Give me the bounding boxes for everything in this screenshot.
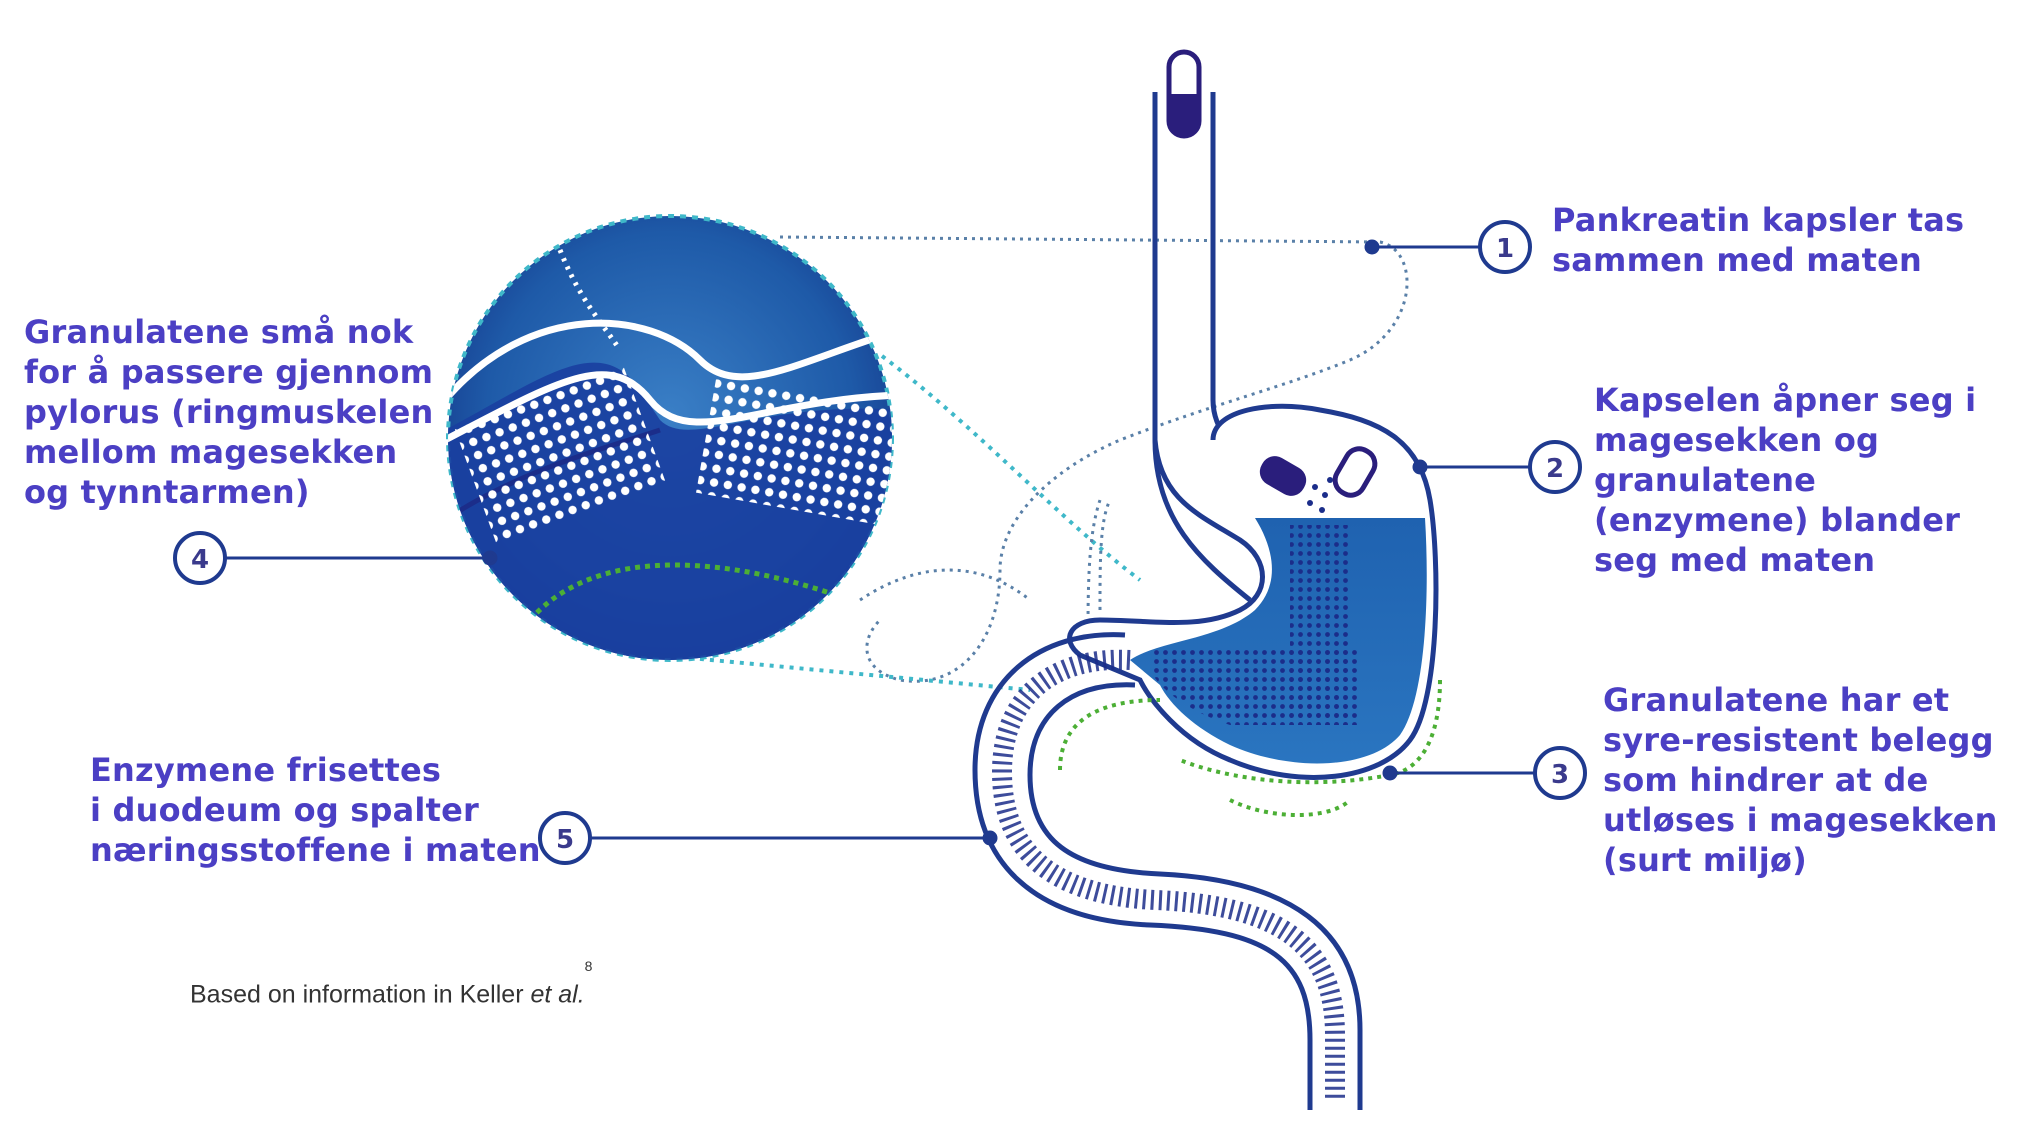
- step-badge-3: 3: [1533, 746, 1587, 800]
- svg-text:2: 2: [1546, 454, 1564, 484]
- callout-lines: [225, 239, 1535, 846]
- granules-pylorus: [1150, 650, 1360, 725]
- svg-text:1: 1: [1496, 234, 1514, 264]
- step-badge-2: 2: [1528, 440, 1582, 494]
- svg-text:3: 3: [1551, 760, 1569, 790]
- small-intestine: [972, 632, 1363, 1110]
- falling-granules: [1307, 477, 1333, 513]
- svg-text:5: 5: [556, 825, 574, 855]
- open-capsule-icon: [1259, 446, 1378, 498]
- capsule-icon: [1166, 49, 1202, 139]
- citation: Based on information in Keller et al.8: [190, 958, 593, 1009]
- acid-resistant-coating: [1058, 679, 1442, 817]
- step-badge-1: 1: [1478, 220, 1532, 274]
- pylorus-zoom-circle: [446, 214, 894, 662]
- svg-text:4: 4: [191, 545, 209, 575]
- connector-lines: [689, 235, 1409, 692]
- step-badge-5: 5: [538, 811, 592, 865]
- step-badge-4: 4: [173, 531, 227, 585]
